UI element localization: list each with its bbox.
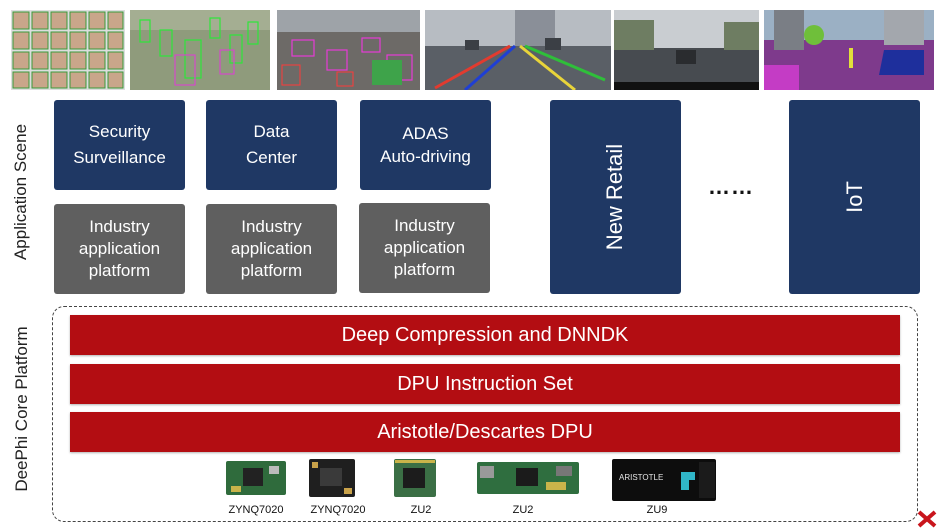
core-platform-container <box>52 306 918 522</box>
industry-platform-box-3: Industry application platform <box>359 203 490 293</box>
industry-platform-box-1: Industry application platform <box>54 204 185 294</box>
data-center-box: Data Center <box>206 100 337 190</box>
iot-box: IoT <box>789 100 920 294</box>
iot-label: IoT <box>841 181 867 213</box>
data-center-label: Data Center <box>245 122 298 167</box>
board-label: ZYNQ7020 <box>228 504 284 516</box>
board-label: ZU2 <box>512 504 534 516</box>
board-label: ZU9 <box>646 504 668 516</box>
application-scene-label: Application Scene <box>11 123 30 261</box>
security-surveillance-label: Security Surveillance <box>73 122 166 167</box>
new-retail-label: New Retail <box>602 143 628 251</box>
zu2-module-image <box>393 458 437 498</box>
corner-logo-icon <box>917 510 937 528</box>
new-retail-box: New Retail <box>550 100 681 294</box>
more-scenes-ellipsis: …… <box>708 174 754 199</box>
board-label: ZYNQ7020 <box>310 504 366 516</box>
adas-label: ADAS Auto-driving <box>380 124 471 166</box>
industry-platform-label: Industry application platform <box>230 217 313 280</box>
industry-platform-label: Industry application platform <box>78 217 161 280</box>
industry-platform-label: Industry application platform <box>383 216 466 279</box>
adas-box: ADAS Auto-driving <box>360 100 491 190</box>
lane-detection-image <box>425 10 611 90</box>
street-traffic-image <box>277 10 420 90</box>
deep-compression-bar: Deep Compression and DNNDK <box>70 315 900 355</box>
board-label: ZU2 <box>410 504 432 516</box>
dashcam-road-image <box>614 10 759 90</box>
dpu-hardware-bar: Aristotle/Descartes DPU <box>70 412 900 452</box>
dpu-instruction-set-bar: DPU Instruction Set <box>70 364 900 404</box>
zu9-aristotle-card-image: ARISTOTLE <box>611 458 717 502</box>
pedestrian-detection-image <box>130 10 270 90</box>
aristotle-card-text: ARISTOTLE <box>619 473 663 482</box>
zu2-board-image <box>476 458 580 498</box>
industry-platform-box-2: Industry application platform <box>206 204 337 294</box>
zynq7020-board-image-2 <box>308 458 356 498</box>
core-platform-label: DeePhi Core Platform <box>12 326 31 492</box>
semantic-segmentation-image <box>764 10 934 90</box>
faces-grid-image <box>11 10 125 90</box>
security-surveillance-box: Security Surveillance <box>54 100 185 190</box>
zynq7020-board-image-1 <box>225 458 287 498</box>
